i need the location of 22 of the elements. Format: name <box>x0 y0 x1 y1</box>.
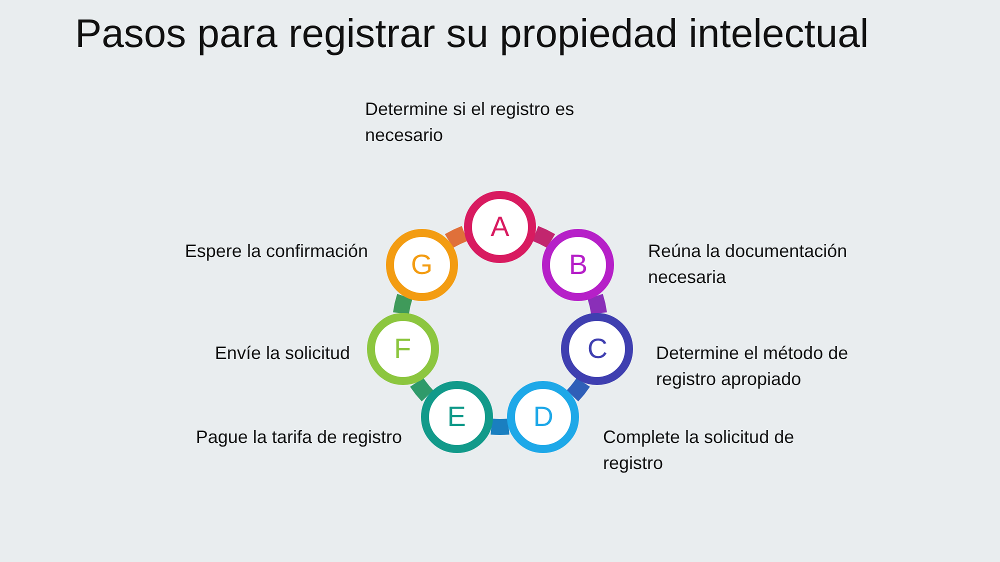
title: Pasos para registrar su propiedad intelectual <box>75 12 869 57</box>
step-description: Determine si el registro es necesario <box>365 98 576 147</box>
step-letter: A <box>490 213 510 241</box>
step-description: Determine el método de registro apropiado <box>656 342 850 391</box>
step-description: Reúna la documentación necesaria <box>648 240 848 289</box>
ring-segment <box>588 294 607 315</box>
ring-segment <box>490 418 510 435</box>
step-letter: F <box>394 335 412 364</box>
ring-segment <box>566 378 590 402</box>
step-description: Envíe la solicitud <box>214 342 350 365</box>
ring-segment <box>532 226 555 248</box>
step-description: Espere la confirmación <box>184 240 368 263</box>
step-description: Pague la tarifa de registro <box>194 426 402 449</box>
step-letter: C <box>587 335 608 364</box>
step-letter: B <box>568 250 588 279</box>
ring-segment <box>393 294 412 315</box>
ring-segment <box>445 226 468 248</box>
step-letter: E <box>447 403 466 432</box>
step-letter: D <box>533 403 554 432</box>
step-letter: G <box>410 250 433 279</box>
step-description: Complete la solicitud de registro <box>603 426 796 475</box>
ring-segment <box>410 378 434 402</box>
